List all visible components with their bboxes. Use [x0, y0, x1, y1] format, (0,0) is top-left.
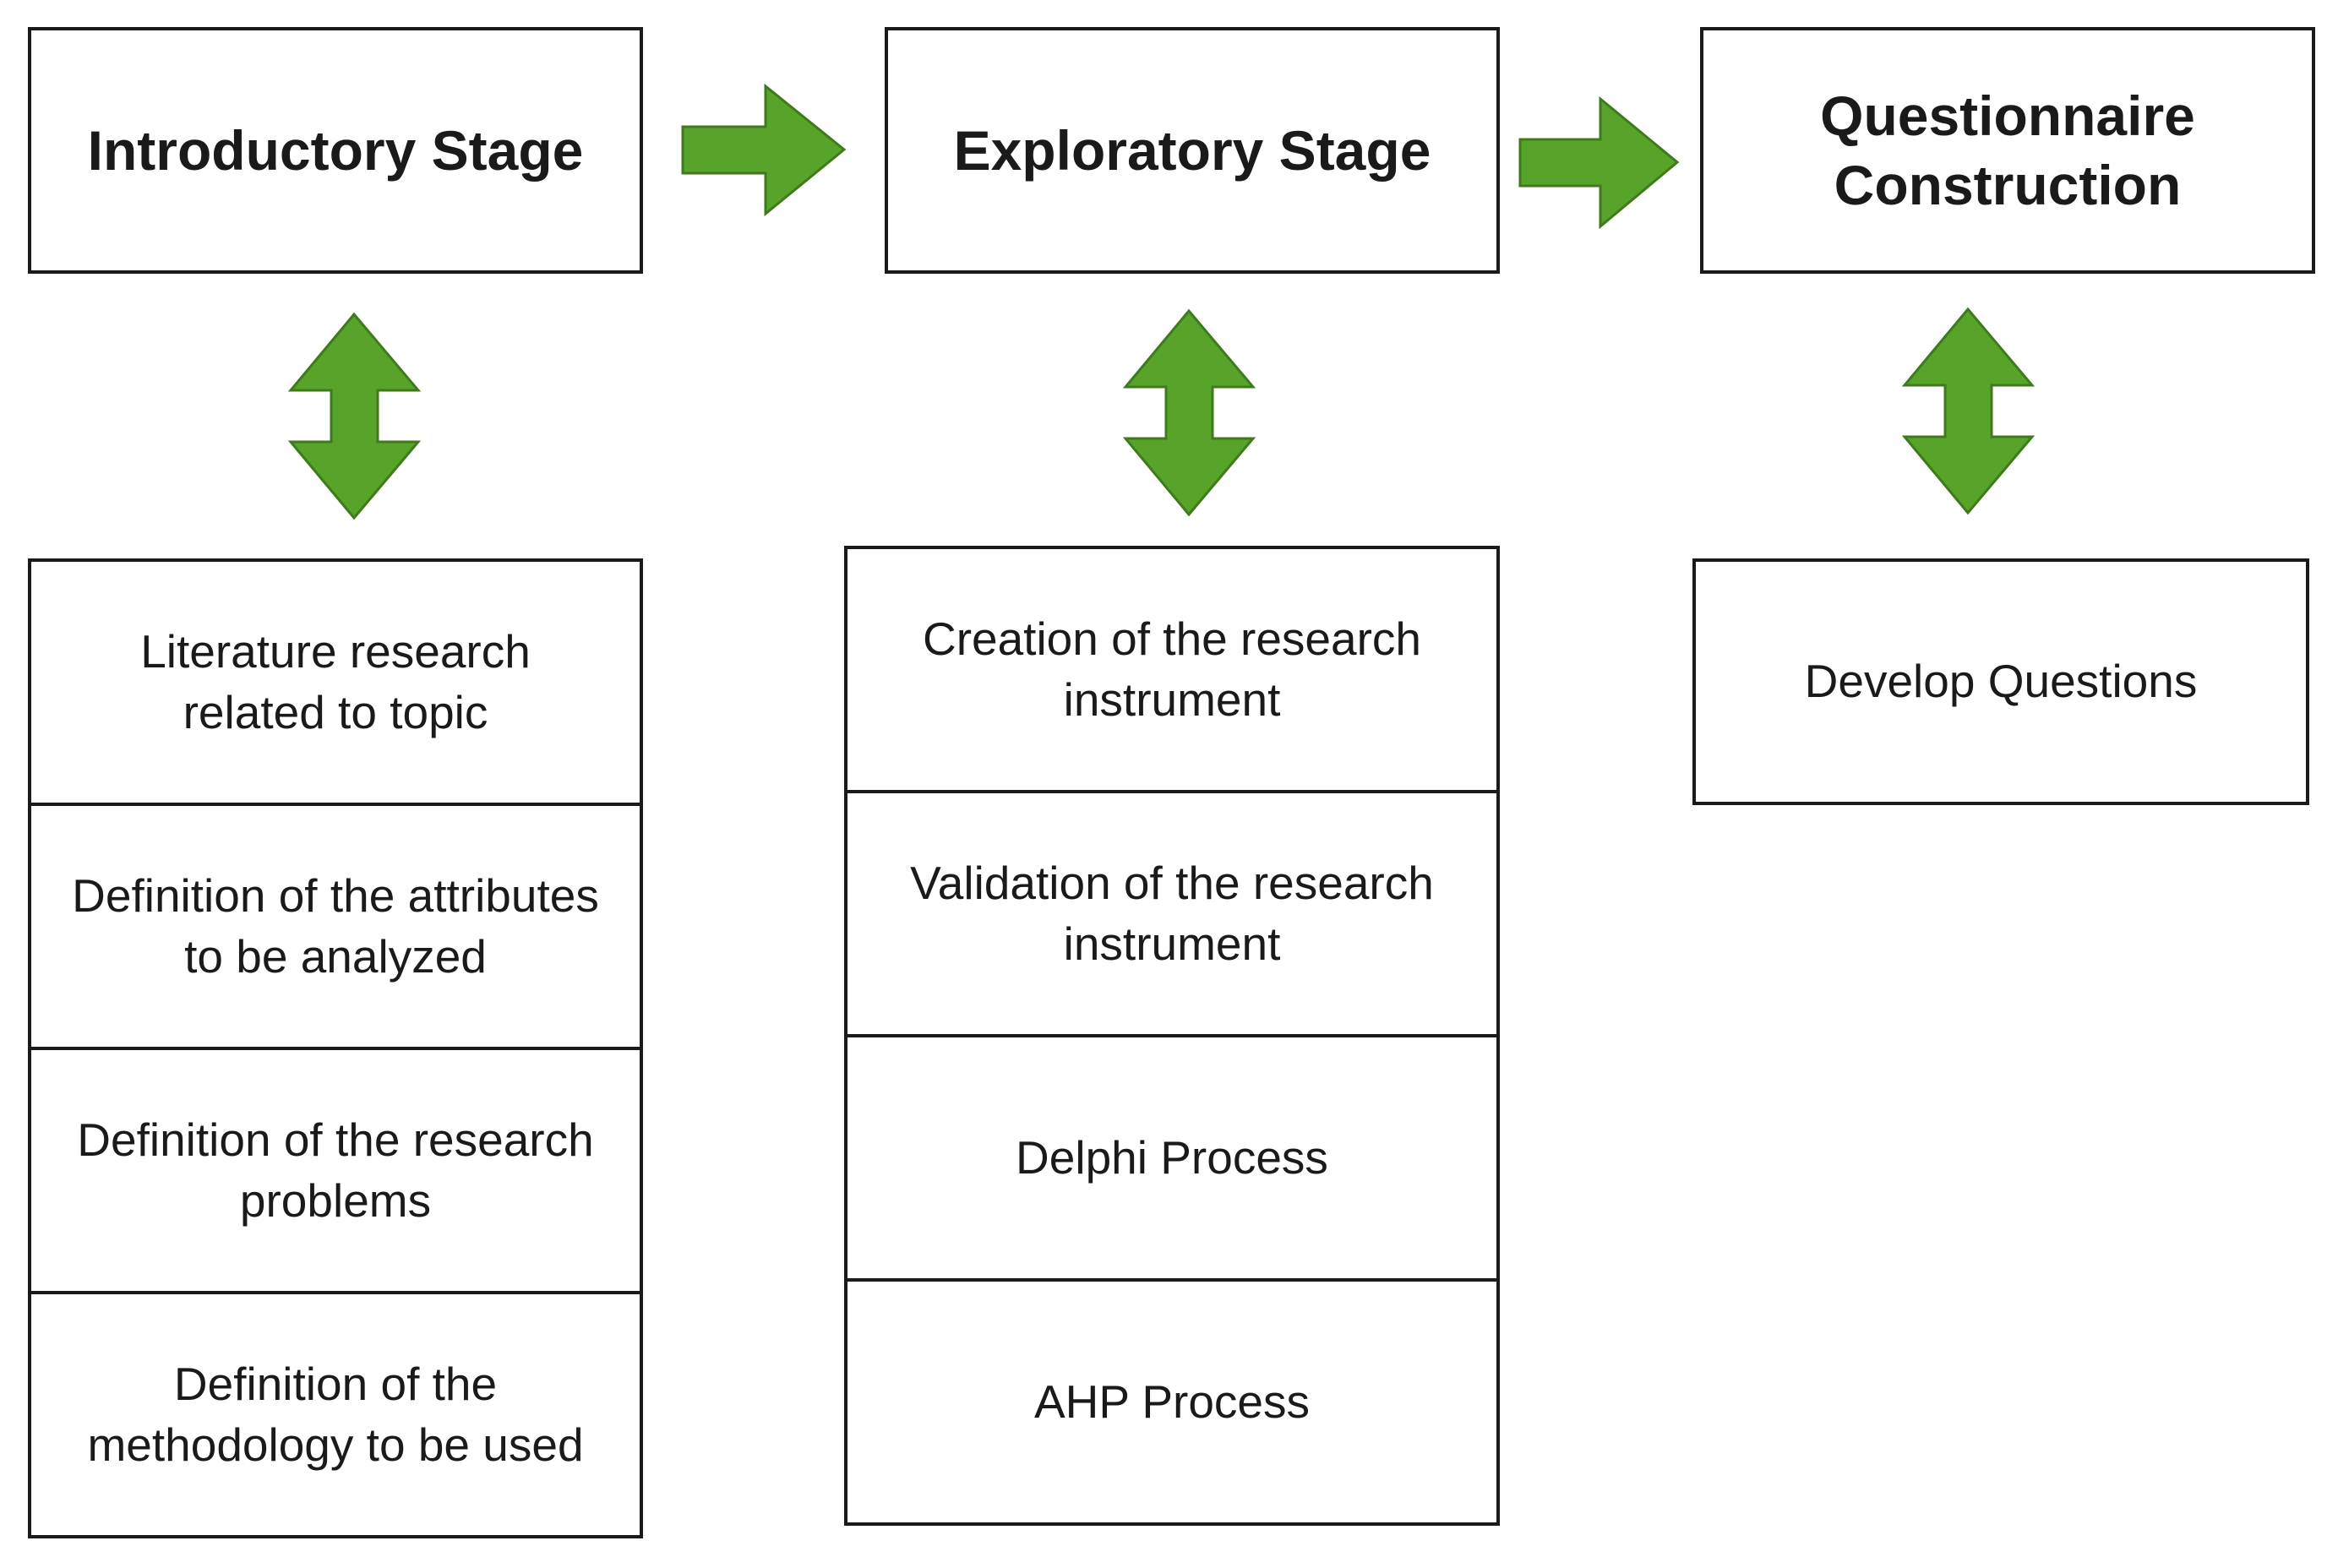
step-creation-instrument: Creation of the research instrument — [922, 612, 1422, 726]
up-down-arrow-icon — [1901, 307, 2036, 515]
step-literature-research: Literature research related to topic — [140, 625, 531, 738]
right-arrow-icon — [1518, 95, 1680, 230]
stage-introductory: Introductory Stage — [28, 27, 643, 274]
up-down-arrow-icon — [1122, 308, 1256, 517]
introductory-steps: Literature research related to topic Def… — [28, 558, 643, 1538]
exploratory-steps: Creation of the research instrument Vali… — [844, 546, 1500, 1526]
step-definition-attributes: Definition of the attributes to be analy… — [31, 803, 640, 1047]
step-validation-instrument: Validation of the research instrument — [847, 790, 1496, 1034]
stage-questionnaire-construction: Questionnaire Construction — [1700, 27, 2315, 274]
step-develop-questions: Develop Questions — [1692, 558, 2309, 805]
step-definition-methodology: Definition of the methodology to be used — [31, 1291, 640, 1535]
up-down-arrow-icon — [287, 312, 422, 520]
step-definition-research-problems: Definition of the research problems — [31, 1047, 640, 1291]
right-arrow-icon — [681, 83, 847, 217]
step-delphi-process: Delphi Process — [847, 1034, 1496, 1278]
stage-introductory-title: Introductory Stage — [87, 118, 584, 182]
step-ahp-process: AHP Process — [847, 1278, 1496, 1522]
step-develop-questions-label: Develop Questions — [1804, 655, 2198, 708]
stage-exploratory: Exploratory Stage — [885, 27, 1500, 274]
stage-questionnaire-construction-title: Questionnaire Construction — [1820, 84, 2195, 217]
stage-exploratory-title: Exploratory Stage — [953, 118, 1431, 182]
